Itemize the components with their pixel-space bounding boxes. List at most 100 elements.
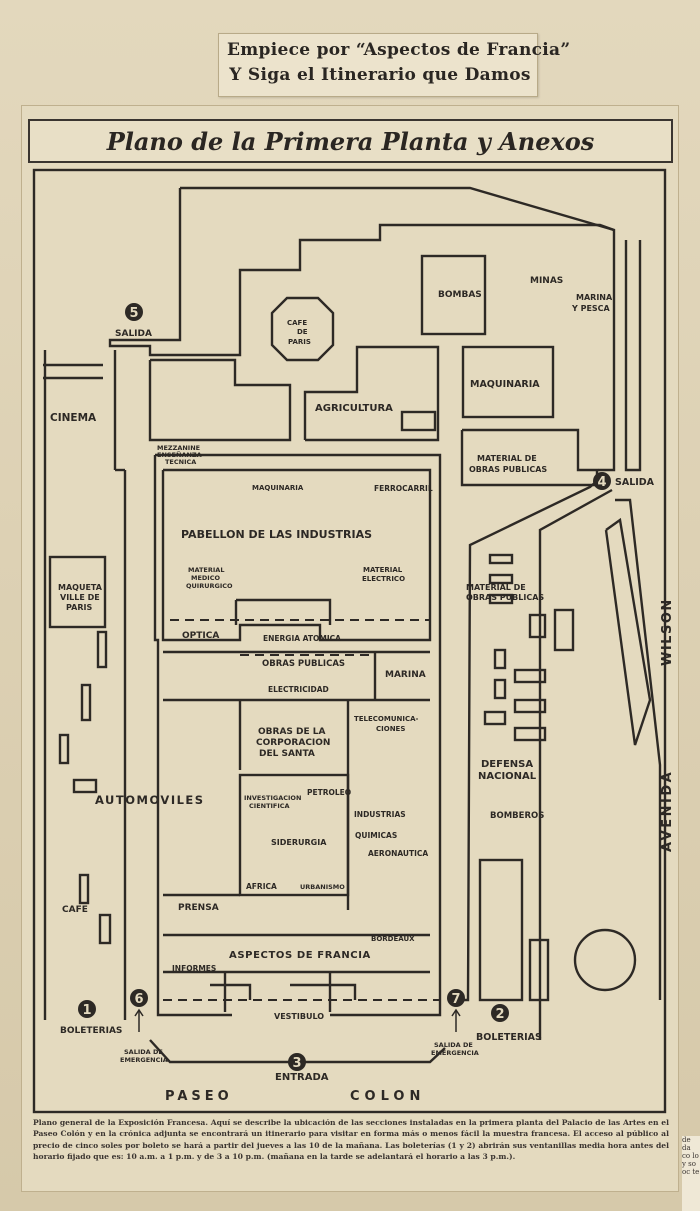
map-caption: Plano general de la Exposición Francesa.…: [33, 1118, 669, 1162]
label-marina-pesca: MARINA: [576, 293, 613, 302]
label-emergencia-6-1: SALIDA DE: [124, 1048, 163, 1056]
label-telecom-1: TELECOMUNICA-: [354, 715, 419, 723]
svg-text:4: 4: [597, 475, 606, 490]
north-annex-top: [180, 186, 615, 232]
road-wilson: [624, 240, 642, 472]
label-siderurgia: SIDERURGIA: [271, 838, 327, 847]
label-telecom-2: CIONES: [376, 725, 405, 733]
room-agricultura: [303, 345, 440, 442]
road-avenida: [615, 498, 662, 1000]
label-investigacion-2: CIENTIFICA: [249, 802, 290, 810]
label-informes: INFORMES: [172, 964, 216, 973]
svg-text:5: 5: [129, 306, 138, 321]
svg-text:7: 7: [451, 992, 460, 1007]
label-bombas: BOMBAS: [438, 290, 482, 300]
label-material-obras-b-1: MATERIAL DE: [466, 583, 526, 592]
headline-clipping: Empiece por “Aspectos de Francia” Y Siga…: [218, 33, 571, 97]
label-mezzanine-3: TECNICA: [165, 458, 196, 466]
room-bombas: [420, 254, 487, 336]
adjacent-column-fragment: de da co lo y so oc te: [682, 1136, 700, 1211]
map-title: Plano de la Primera Planta y Anexos: [106, 127, 595, 156]
map-clipping: [21, 105, 679, 1192]
label-pabellon-maquinaria: MAQUINARIA: [252, 484, 304, 492]
marker-5: 5: [125, 303, 143, 321]
label-salida-5: SALIDA: [115, 329, 152, 339]
label-material-obras-1: MATERIAL DE: [477, 454, 537, 463]
label-electrico-2: ELECTRICO: [362, 575, 405, 583]
label-bomberos: BOMBEROS: [490, 811, 544, 821]
label-medico-2: MEDICO: [191, 574, 220, 582]
street-colon: COLON: [350, 1089, 425, 1104]
label-cafe-paris-3: PARIS: [288, 338, 311, 346]
room-agricultura-box: [400, 410, 437, 432]
label-urbanismo: URBANISMO: [300, 883, 345, 891]
marker-7: 7: [447, 989, 465, 1007]
headline-line-1: Empiece por “Aspectos de Francia”: [227, 40, 571, 60]
label-energia-atomica: ENERGIA ATOMICA: [263, 634, 341, 643]
room-maqueta: [48, 555, 107, 629]
label-industrias-quimicas-1: INDUSTRIAS: [354, 810, 406, 819]
label-emergencia-6-2: EMERGENCIA: [120, 1056, 168, 1064]
label-marina-pesca-2: Y PESCA: [571, 304, 611, 313]
label-maqueta-1: MAQUETA: [58, 583, 103, 592]
road-island: [604, 517, 652, 746]
label-electrico-1: MATERIAL: [363, 566, 403, 574]
label-prensa: PRENSA: [178, 903, 219, 913]
street-wilson: WILSON: [660, 598, 675, 666]
label-cafe-paris-1: CAFE: [287, 319, 307, 327]
map-title-band: Plano de la Primera Planta y Anexos: [28, 119, 673, 163]
marker-3: 3: [288, 1053, 306, 1071]
label-bordeaux: BORDEAUX: [371, 935, 415, 943]
label-medico-3: QUIRURGICO: [186, 582, 233, 590]
label-marina: MARINA: [385, 670, 426, 680]
north-annex-outline: [108, 188, 616, 472]
label-boleterias-2: BOLETERIAS: [476, 1032, 542, 1043]
room-material-obras-north: [460, 428, 599, 487]
site-boundary: [32, 168, 667, 1114]
label-emergencia-7-1: SALIDA DE: [434, 1041, 473, 1049]
label-medico-1: MATERIAL: [188, 566, 224, 574]
label-entrada: ENTRADA: [275, 1072, 329, 1083]
label-defensa-1: DEFENSA: [481, 759, 533, 770]
room-maquinaria: [461, 345, 555, 419]
label-pabellon: PABELLON DE LAS INDUSTRIAS: [181, 528, 372, 541]
label-maqueta-3: PARIS: [66, 603, 92, 612]
label-maquinaria: MAQUINARIA: [470, 379, 540, 390]
label-vestibulo: VESTIBULO: [274, 1012, 324, 1021]
label-industrias-quimicas-2: QUIMICAS: [355, 831, 397, 840]
label-corporacion-1: OBRAS DE LA: [258, 727, 326, 737]
label-cafe-paris-2: DE: [297, 328, 308, 336]
label-obras-publicas: OBRAS PUBLICAS: [262, 659, 345, 669]
street-paseo: PASEO: [165, 1089, 233, 1104]
label-material-obras-2: OBRAS PUBLICAS: [469, 465, 547, 474]
label-africa: AFRICA: [246, 882, 277, 891]
rotunda: [573, 928, 637, 992]
label-emergencia-7-2: EMERGENCIA: [431, 1049, 479, 1057]
room-west-annex: [148, 358, 292, 442]
label-minas: MINAS: [530, 276, 563, 286]
label-corporacion-2: CORPORACION: [256, 738, 330, 748]
label-maqueta-2: VILLE DE: [60, 593, 100, 602]
label-mezzanine-1: MEZZANINE: [157, 444, 200, 452]
road-inner-2: [538, 488, 613, 1040]
label-salida-4: SALIDA: [615, 477, 655, 488]
label-automoviles: AUTOMOVILES: [95, 793, 205, 807]
label-defensa-2: NACIONAL: [478, 771, 537, 782]
label-material-obras-b-2: OBRAS PUBLICAS: [466, 593, 544, 602]
label-petroleo: PETROLEO: [307, 788, 351, 797]
label-boleterias-1: BOLETERIAS: [60, 1026, 122, 1036]
label-cafe: CAFE: [62, 905, 88, 915]
building-west-wall: [153, 455, 232, 1017]
room-siderurgia: [238, 773, 350, 897]
svg-text:2: 2: [495, 1007, 504, 1022]
building-east-wall: [155, 453, 442, 1017]
label-optica: OPTICA: [182, 631, 219, 641]
marker-6: 6: [130, 989, 148, 1007]
svg-text:1: 1: [82, 1003, 91, 1018]
headline-line-2: Y Siga el Itinerario que Damos: [229, 65, 531, 85]
label-agricultura: AGRICULTURA: [315, 403, 393, 414]
label-aeronautica: AERONAUTICA: [368, 849, 428, 858]
marker-2: 2: [491, 1004, 509, 1022]
street-avenida: AVENIDA: [660, 770, 675, 852]
